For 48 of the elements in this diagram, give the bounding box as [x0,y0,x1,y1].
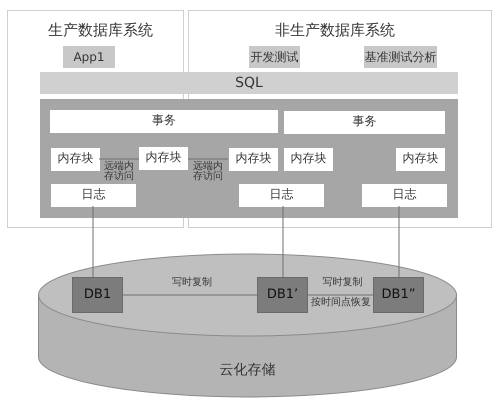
database-label: DB1 [82,287,112,303]
component-box [229,148,278,171]
connector-line [92,206,94,278]
box-text: 内存块 [234,151,272,166]
box-text: 事务 [151,113,177,128]
connector-line [188,158,228,160]
database-box [257,277,308,313]
connector-line [122,294,258,296]
sql-band [40,72,458,94]
component-box [284,148,333,171]
label-tag [364,46,437,68]
label-tag [249,46,300,68]
connector-line [398,206,400,278]
database-label: DB1’ [266,287,300,303]
box-text: 日志 [268,187,294,202]
box-text: 内存块 [56,151,94,166]
connector-line [282,206,284,278]
component-box [139,147,188,170]
label-tag [63,46,115,68]
edge-label: 远端内存访问 [192,162,224,182]
box-text: 日志 [80,187,106,202]
box-text: 内存块 [402,151,440,166]
component-box [362,184,447,207]
panel-title: 生产数据库系统 [48,21,153,39]
component-box [284,111,445,134]
storage-label: 云化存储 [218,362,276,379]
component-box [50,110,278,133]
component-box [51,148,100,171]
band-text: SQL [234,74,264,92]
database-box [373,277,424,313]
database-box [72,277,123,313]
component-box [51,184,136,207]
box-text: 内存块 [144,150,182,165]
tag-text: 开发测试 [250,50,300,64]
box-text: 内存块 [290,151,328,166]
database-label: DB1” [380,287,416,303]
box-text: 事务 [352,114,378,129]
connector-line [308,294,374,296]
tag-text: App1 [72,50,106,64]
component-box [239,184,324,207]
edge-label: 远端内存访问 [104,162,134,182]
connector-line [98,158,140,160]
note-label: 按时间点恢复 [311,297,371,308]
tag-text: 基准测试分析 [364,50,437,64]
box-text: 日志 [392,187,418,202]
storage-cylinder [37,253,458,399]
panel-title: 非生产数据库系统 [275,21,395,39]
component-box [396,148,445,171]
